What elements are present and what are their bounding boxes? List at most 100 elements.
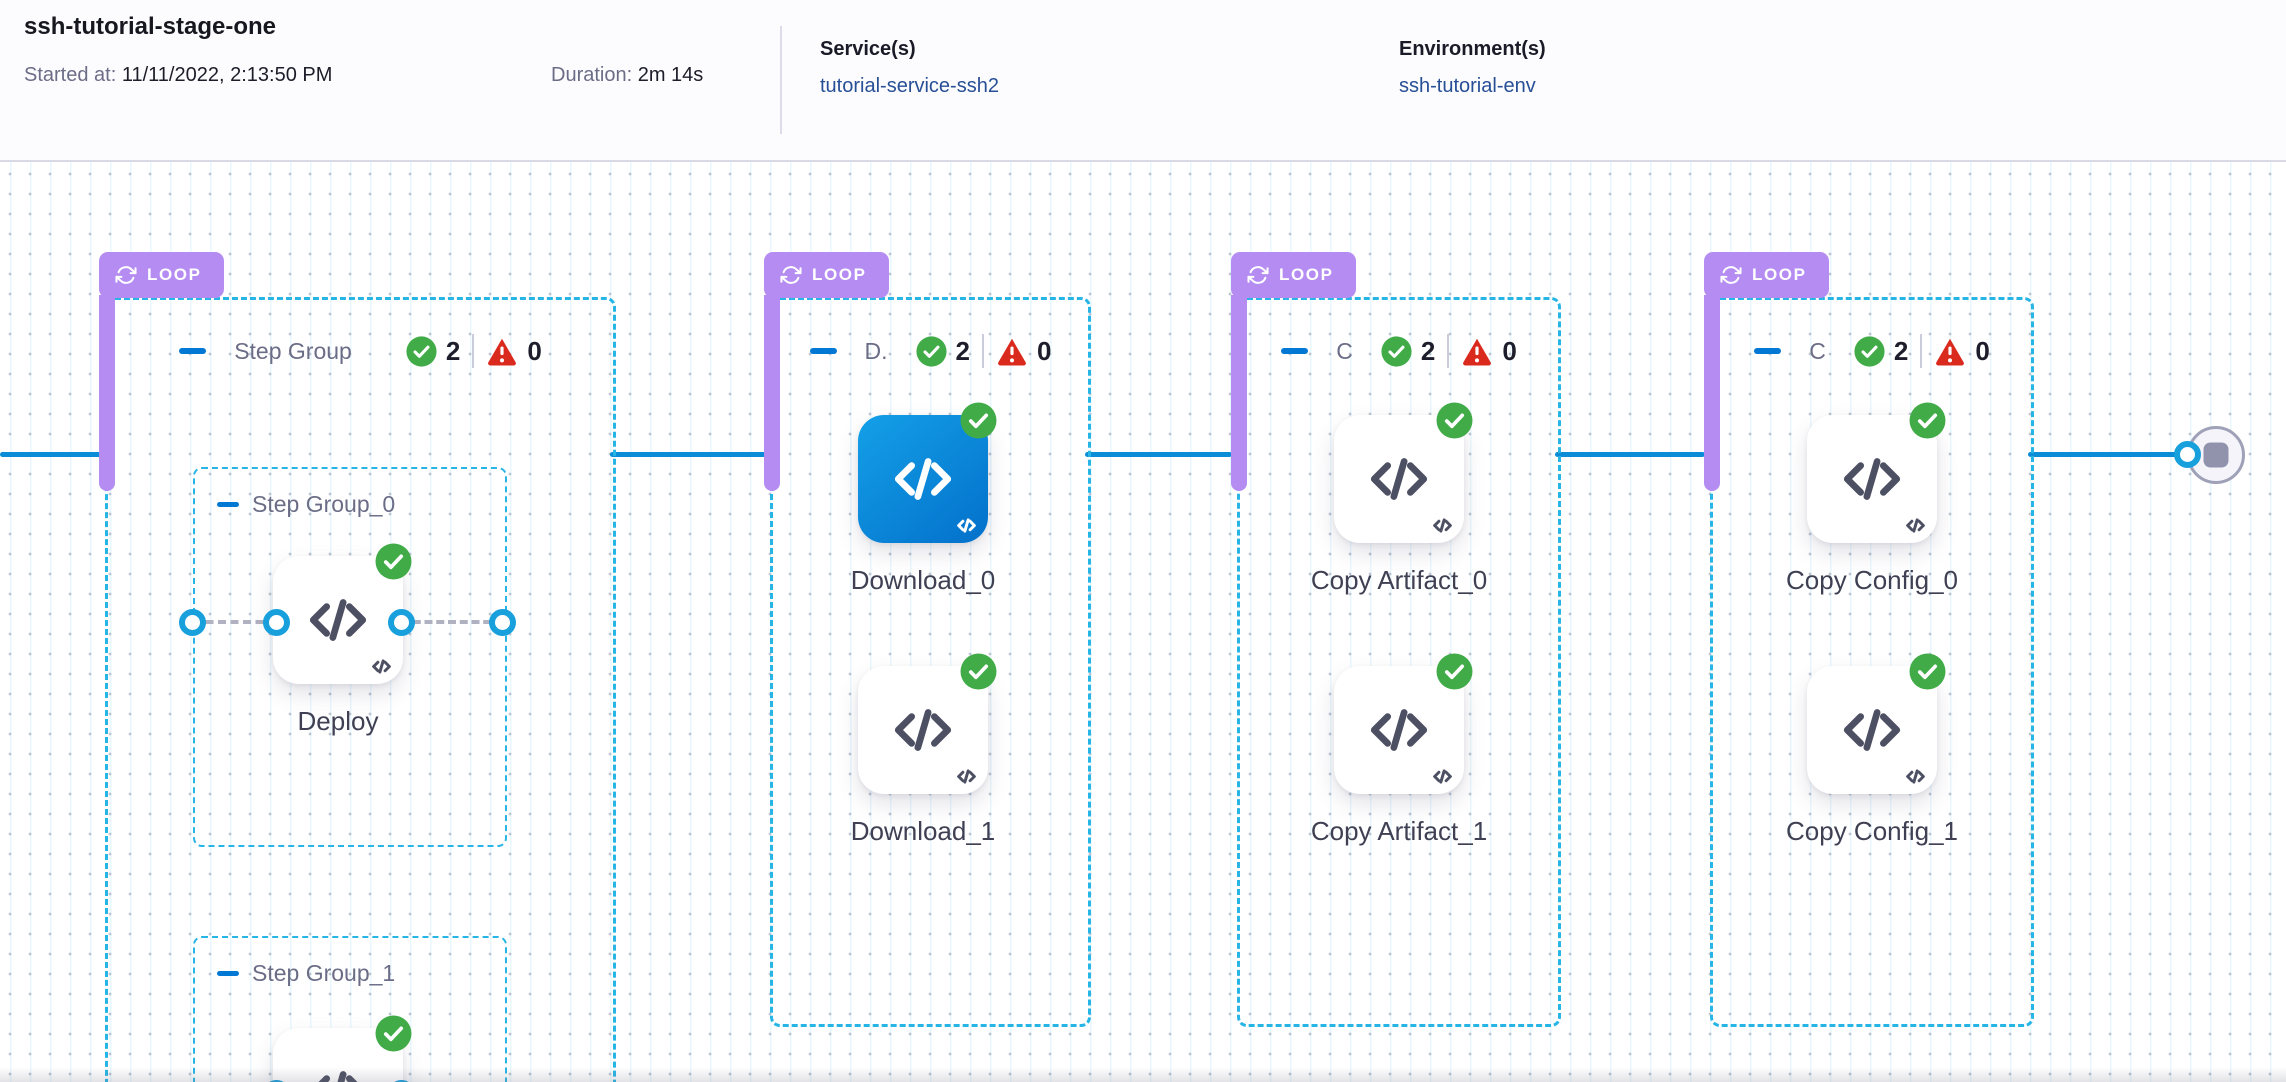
step-card[interactable]: [1334, 402, 1473, 543]
step-card[interactable]: [858, 653, 997, 794]
mini-code-icon: [1905, 515, 1926, 536]
environments-block: Environment(s) ssh-tutorial-env: [1399, 38, 1546, 98]
duration: Duration: 2m 14s: [551, 64, 703, 87]
code-step-icon: [305, 587, 371, 653]
loop-badge-label: LOOP: [812, 265, 867, 284]
step-label: Copy Artifact_0: [1310, 565, 1488, 595]
failed-count-icon: [488, 338, 517, 366]
group-title: Step Group: [234, 337, 352, 364]
counts-divider: [982, 334, 984, 368]
loop-badge-label: LOOP: [1279, 265, 1334, 284]
connector-port: [2174, 441, 2201, 468]
step-download-1: Download_1: [851, 653, 997, 846]
group-header: C 2 0: [1713, 334, 2031, 368]
collapse-dash-icon[interactable]: [217, 971, 239, 976]
mini-code-icon: [956, 515, 977, 536]
flow-line-segment: [1085, 452, 1232, 457]
pipeline-canvas[interactable]: LOOP Step Group 2 0 Step Group_0: [0, 162, 2286, 1082]
loop-tab: [1231, 295, 1247, 491]
success-count: 2: [1420, 335, 1436, 366]
code-step-icon: [1839, 697, 1905, 763]
step-card[interactable]: [273, 1015, 412, 1082]
loop-badge[interactable]: LOOP: [1231, 252, 1356, 298]
collapse-dash-icon[interactable]: [217, 502, 239, 507]
step-card[interactable]: [858, 402, 997, 543]
group-header: D. 2 0: [773, 334, 1088, 368]
loop-badge[interactable]: LOOP: [764, 252, 889, 298]
step-card[interactable]: [1334, 653, 1473, 794]
status-counts: 2 0: [1380, 334, 1517, 368]
step-label: Copy Config_1: [1786, 816, 1958, 846]
inner-group-header: Step Group_1: [217, 960, 395, 987]
duration-value: 2m 14s: [637, 64, 704, 86]
step-card[interactable]: [1807, 402, 1946, 543]
failed-count-icon: [998, 338, 1026, 366]
step-label: Deploy: [297, 706, 379, 736]
failed-count: 0: [1502, 335, 1517, 366]
services-label: Service(s): [820, 38, 916, 60]
group-header: C 2 0: [1240, 334, 1558, 368]
service-link[interactable]: tutorial-service-ssh2: [820, 75, 999, 97]
loop-tab: [1704, 295, 1720, 491]
environment-link[interactable]: ssh-tutorial-env: [1399, 75, 1536, 97]
step-copy-artifact-1: Copy Artifact_1: [1311, 653, 1487, 846]
step-label: Download_0: [850, 565, 996, 595]
inner-group-title: Step Group_0: [252, 491, 396, 517]
services-block: Service(s) tutorial-service-ssh2: [820, 38, 999, 98]
success-badge-icon: [1436, 402, 1473, 439]
group-title: C: [1809, 337, 1826, 364]
failed-count: 0: [527, 335, 542, 366]
step-card[interactable]: [1807, 653, 1946, 794]
collapse-dash-icon[interactable]: [1281, 348, 1309, 354]
step-deploy: Deploy: [273, 543, 412, 736]
failed-count: 0: [1975, 335, 1990, 366]
execution-header: ssh-tutorial-stage-one Started at: 11/11…: [0, 0, 2286, 162]
code-step-icon: [1839, 446, 1905, 512]
step-card[interactable]: [273, 543, 412, 684]
inner-group-step-group-0: Step Group_0: [193, 467, 507, 847]
success-badge-icon: [960, 402, 997, 439]
dashed-connector: [193, 620, 276, 624]
duration-label: Duration:: [551, 64, 633, 86]
code-step-icon: [890, 446, 956, 512]
inner-group-header: Step Group_0: [217, 491, 395, 518]
success-badge-icon: [960, 653, 997, 690]
code-step-icon: [890, 697, 956, 763]
inner-group-step-group-1: Step Group_1: [193, 936, 507, 1082]
collapse-dash-icon[interactable]: [809, 348, 837, 354]
success-count-icon: [1853, 335, 1885, 367]
code-step-icon: [1366, 697, 1432, 763]
success-badge-icon: [375, 1015, 412, 1052]
success-badge-icon: [375, 543, 412, 580]
flow-line-segment: [610, 452, 766, 457]
loop-group-copy-config: LOOP C 2 0 Copy Config_0: [1704, 252, 2034, 1027]
success-badge-icon: [1909, 402, 1946, 439]
loop-badge[interactable]: LOOP: [1704, 252, 1829, 298]
counts-divider: [472, 334, 475, 368]
started-value: 11/11/2022, 2:13:50 PM: [121, 64, 333, 86]
step-copy-config-1: Copy Config_1: [1786, 653, 1958, 846]
loop-icon: [1720, 266, 1742, 284]
flow-line-segment: [1555, 452, 1705, 457]
status-counts: 2 0: [405, 334, 542, 368]
loop-badge-label: LOOP: [147, 265, 202, 284]
inner-group-title: Step Group_1: [252, 960, 396, 986]
loop-tab: [764, 295, 780, 491]
started-label: Started at:: [24, 64, 117, 86]
flow-line-segment: [2028, 452, 2180, 457]
success-count: 2: [1893, 335, 1909, 366]
mini-code-icon: [1432, 766, 1453, 787]
connector-port: [388, 609, 415, 636]
connector-port: [489, 609, 516, 636]
header-divider: [780, 26, 782, 134]
loop-badge[interactable]: LOOP: [99, 252, 224, 298]
step-label: Copy Config_0: [1786, 565, 1958, 595]
mini-code-icon: [956, 766, 977, 787]
collapse-dash-icon[interactable]: [1754, 348, 1782, 354]
collapse-dash-icon[interactable]: [179, 348, 207, 354]
canvas-bottom-shade: [0, 1067, 2286, 1082]
stage-title: ssh-tutorial-stage-one: [24, 13, 277, 40]
group-title: C: [1336, 337, 1353, 364]
step-label: Copy Artifact_1: [1310, 816, 1488, 846]
loop-badge-label: LOOP: [1752, 265, 1807, 284]
